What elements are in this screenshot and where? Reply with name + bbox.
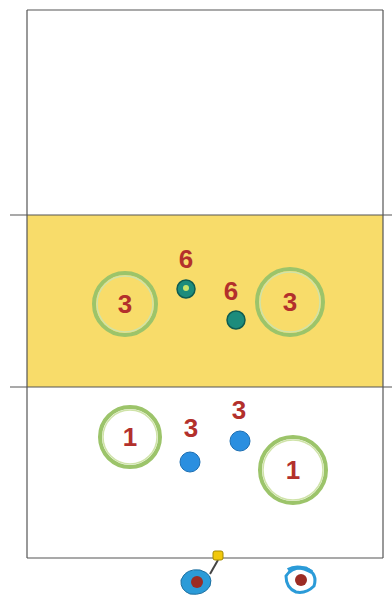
zone-circle: 1 [256, 433, 330, 507]
court-line [27, 9, 383, 10]
zone-ring [94, 273, 156, 335]
callout-number: 3 [232, 397, 246, 423]
attack-zone [27, 215, 383, 387]
court-line [26, 10, 27, 558]
player-figure [286, 567, 315, 592]
target-dot [230, 431, 250, 451]
target-dot-center [183, 285, 189, 291]
zone-ring-inner [97, 276, 153, 332]
court-line [27, 557, 383, 558]
callout-number: 6 [224, 278, 238, 304]
target-dot [177, 280, 195, 298]
zone-ring-inner [263, 440, 323, 500]
zone-number: 3 [283, 289, 297, 315]
target-dot [180, 452, 200, 472]
target-dot [227, 311, 245, 329]
zone-circle: 1 [96, 403, 164, 471]
zone-ring [260, 437, 326, 503]
zone-number: 3 [118, 291, 132, 317]
zone-ring-inner [103, 410, 157, 464]
zone-ring [100, 407, 160, 467]
player-figure [181, 551, 223, 594]
zone-number: 1 [286, 457, 300, 483]
zone-circle: 3 [253, 265, 327, 339]
callout-number: 6 [179, 246, 193, 272]
zone-number: 1 [123, 424, 137, 450]
callout-number: 3 [184, 415, 198, 441]
zone-circle: 3 [90, 269, 160, 339]
zone-ring-inner [260, 272, 320, 332]
zone-ring [257, 269, 323, 335]
zone-line [10, 386, 392, 387]
court-line [382, 10, 383, 558]
zone-line [10, 214, 392, 215]
